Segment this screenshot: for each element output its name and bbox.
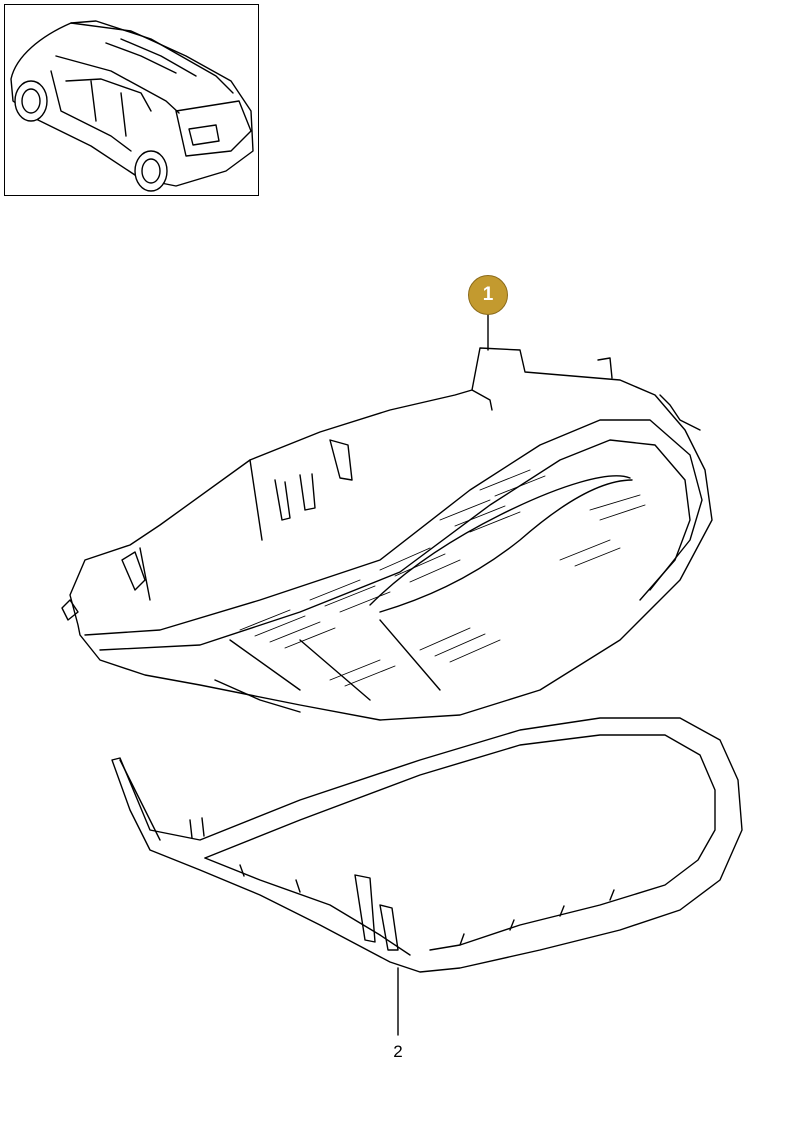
tail-light-housing-icon[interactable] bbox=[61, 347, 713, 721]
callout-badge-1[interactable]: 1 bbox=[468, 275, 508, 315]
led-segment-hatching bbox=[229, 469, 646, 701]
car-thumbnail-icon bbox=[10, 20, 254, 192]
light-seal-gasket-icon[interactable] bbox=[111, 717, 743, 973]
vehicle-thumbnail[interactable] bbox=[4, 4, 259, 196]
callout-label-2[interactable]: 2 bbox=[393, 1042, 403, 1061]
